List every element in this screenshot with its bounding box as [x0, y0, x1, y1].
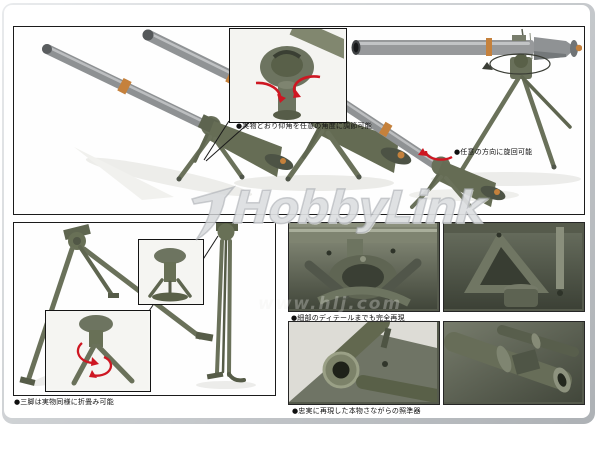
rotation-arrowhead-icon: [418, 148, 427, 156]
model-gun-a: [42, 44, 294, 182]
photo-models-overview: [42, 28, 582, 209]
panel-tripod: [13, 222, 276, 396]
fold-arrow-icon: [91, 355, 113, 377]
elevation-arrowhead-icon: [277, 94, 286, 103]
inset-leader-line: [201, 235, 219, 262]
traverse-circle-icon: [489, 53, 551, 75]
inset-elevation-detail: [229, 28, 347, 123]
mount-detail-right-art: [444, 223, 582, 309]
leg-fold-closeup: [46, 311, 148, 389]
tripod-folded: [206, 223, 246, 383]
barrel-clamp-orange: [486, 38, 492, 56]
inset-leg-fold-detail: [45, 310, 151, 392]
elevation-arrowhead-icon: [293, 89, 301, 98]
photo-mount-detail-left: [288, 222, 440, 312]
fold-arrowhead-icon: [91, 357, 99, 366]
photo-sight-breech-right: [443, 321, 585, 405]
caption-detail: ●細部のディテールまでも完全再現: [291, 314, 405, 322]
inset-tripod-head-detail: [138, 239, 204, 305]
model-gun-diagonal: [325, 90, 506, 209]
caption-rotation: ●任意の方向に旋回可能: [454, 148, 533, 156]
sight-muzzle-left-art: [289, 322, 437, 402]
inset-leader-line: [205, 120, 252, 162]
barrel-clamp-orange: [379, 121, 393, 138]
inset-leader-line: [203, 120, 230, 161]
traverse-arrowhead-icon: [482, 62, 493, 70]
rotation-arrow-icon: [424, 150, 453, 161]
panel-overview: [13, 26, 585, 215]
mount-detail-left-art: [289, 223, 437, 309]
fold-arrowhead-icon: [89, 370, 97, 378]
caption-tripod-fold: ●三脚は実物同様に折畳み可能: [14, 398, 114, 406]
caption-sight: ●忠実に再現した本物さながらの照準器: [292, 407, 421, 415]
barrel-clamp-orange: [117, 77, 132, 95]
sight-breech-right-art: [444, 322, 582, 402]
tripod-head-closeup: [139, 240, 201, 302]
caption-elevation: ●実物どおり仰角を任意の角度に調節可能: [236, 122, 372, 130]
model-gun-horizontal: [351, 28, 582, 176]
elevation-mechanism-closeup: [230, 29, 344, 120]
photo-mount-detail-right: [443, 222, 585, 312]
photo-sight-muzzle-left: [288, 321, 440, 405]
fold-arrow-icon: [76, 342, 95, 365]
